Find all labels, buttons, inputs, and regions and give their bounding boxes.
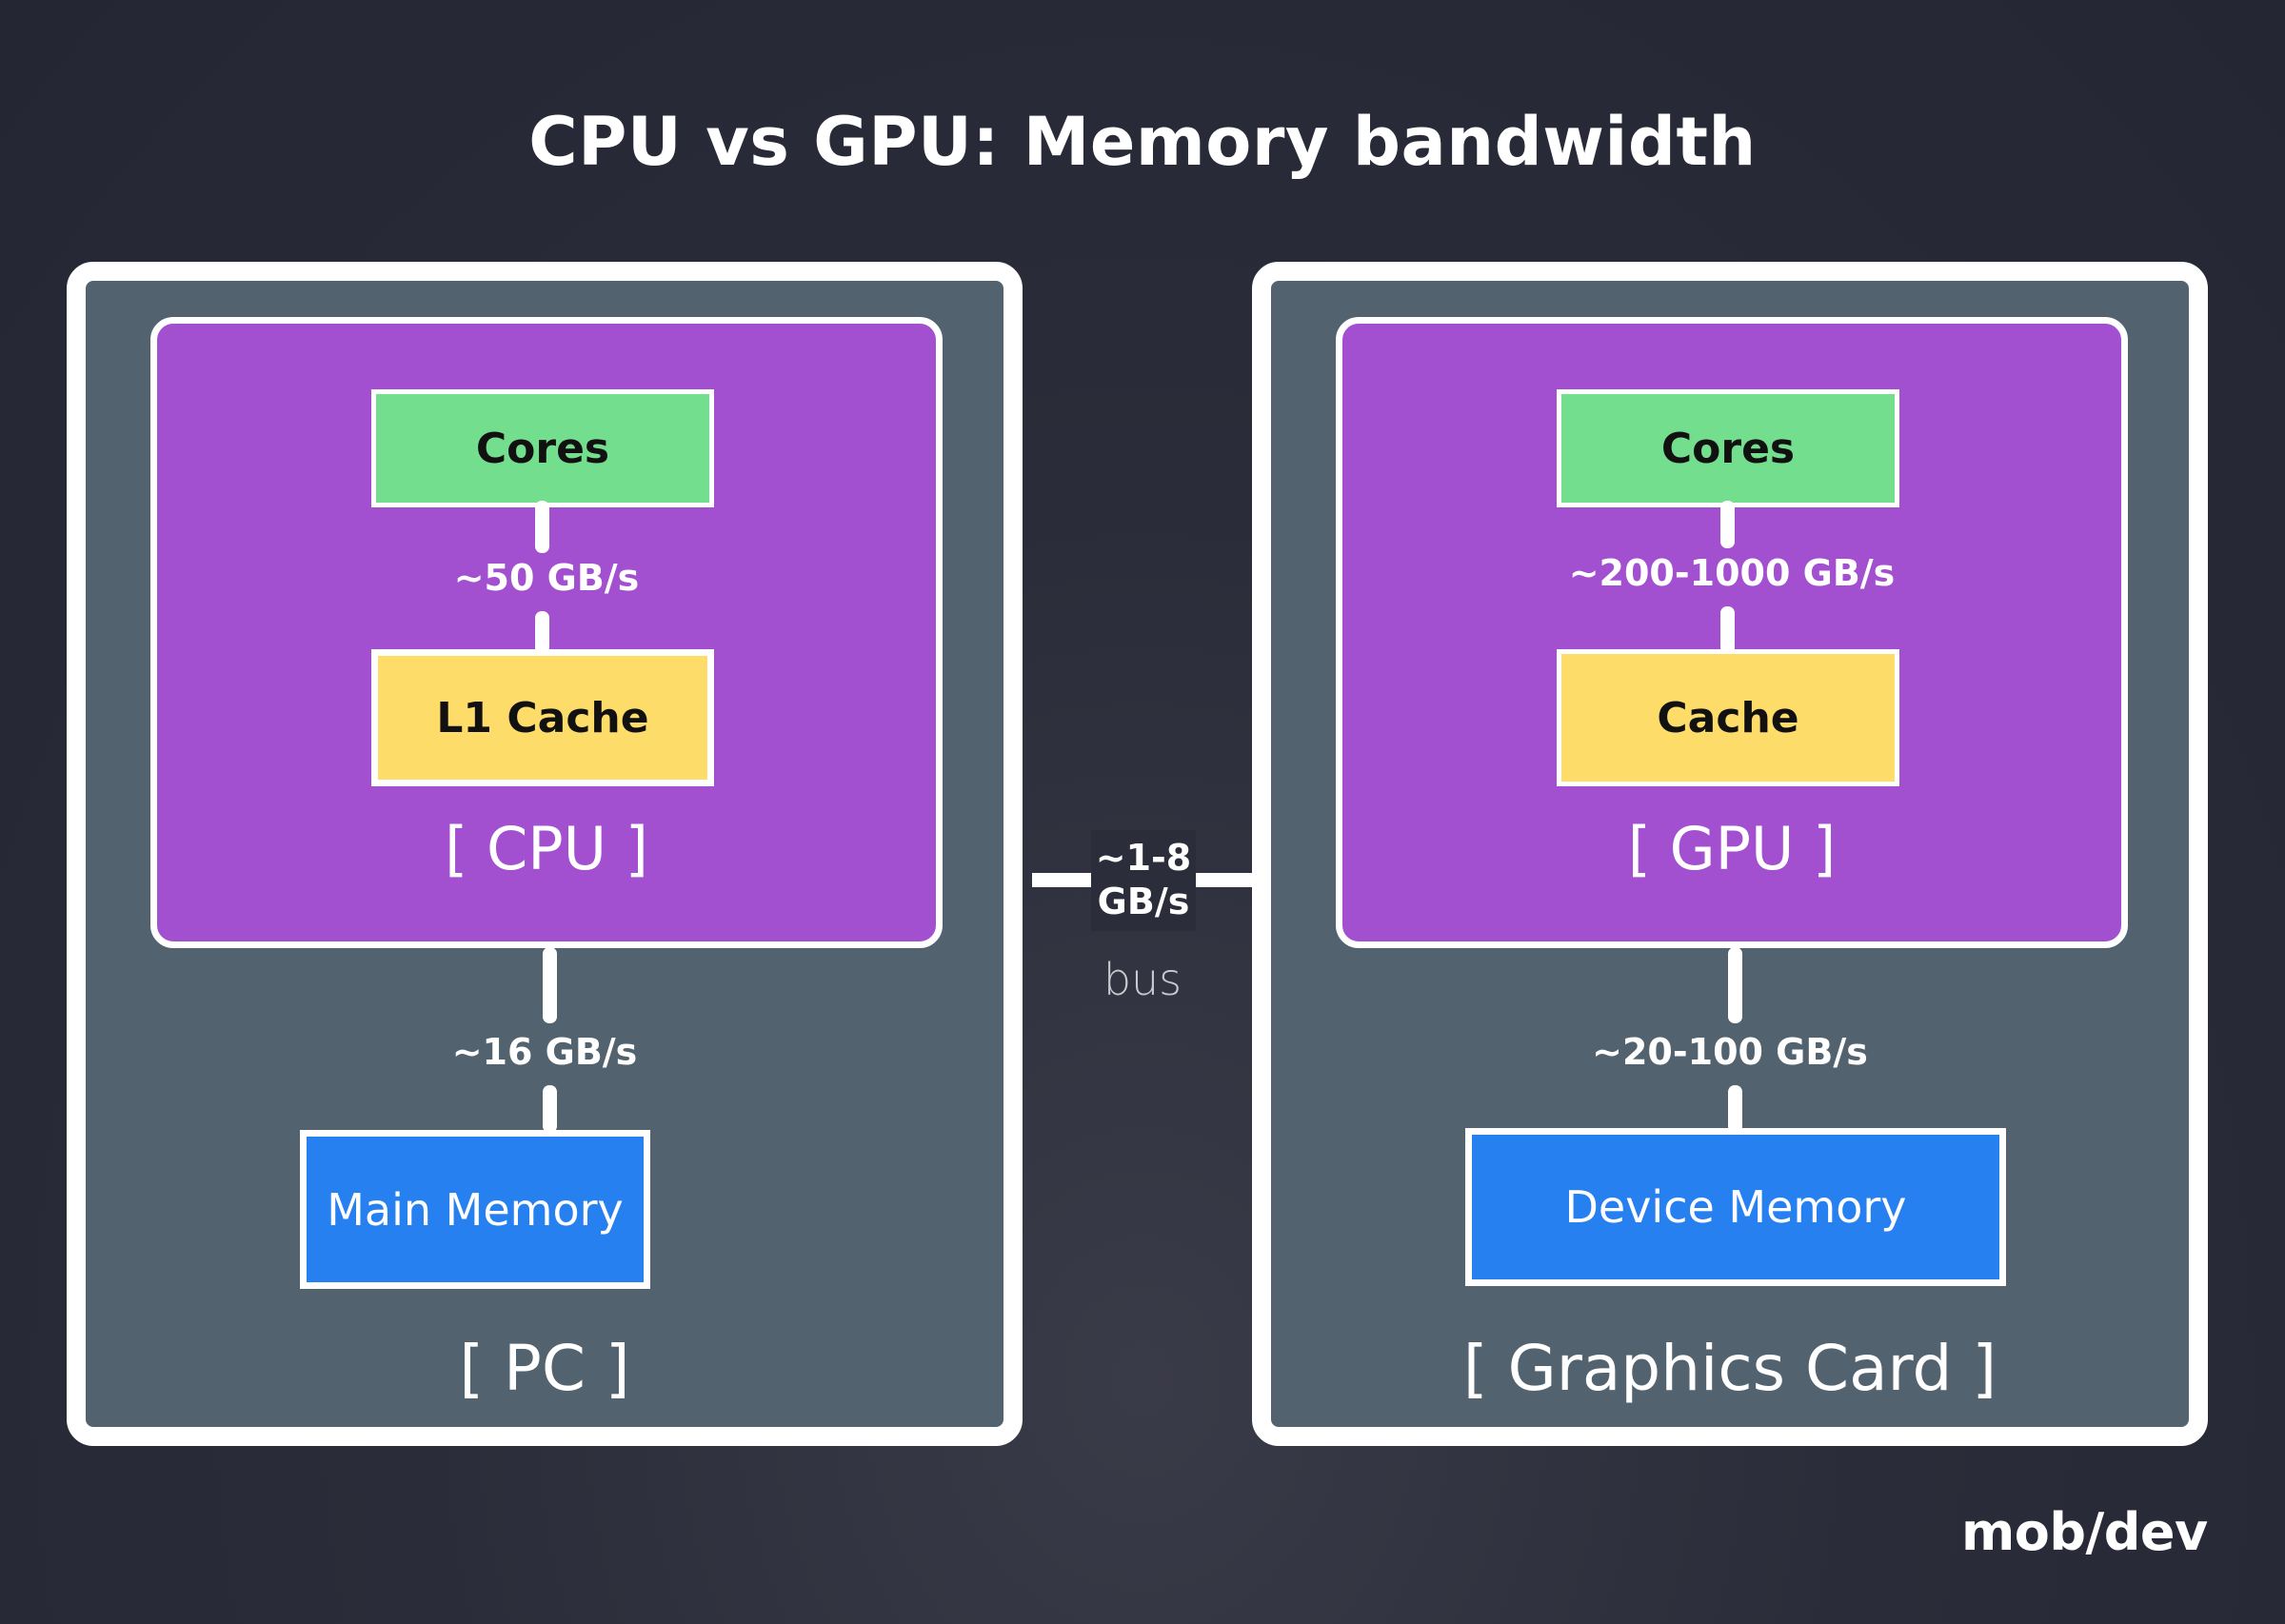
gpu-cache-label: Cache (1657, 693, 1799, 743)
cpu-chip: Cores ~50 GB/s L1 Cache [ CPU ] (150, 317, 943, 948)
cpu-chip-label: [ CPU ] (445, 814, 648, 883)
pc-box: Cores ~50 GB/s L1 Cache [ CPU ] ~16 GB/s… (67, 262, 1023, 1446)
cpu-cores-label: Cores (475, 424, 610, 473)
main-memory-box: Main Memory (300, 1130, 650, 1289)
gpu-cores-cache-connector-bottom (1720, 606, 1735, 654)
cpu-memory-bandwidth: ~16 GB/s (451, 1031, 638, 1073)
graphics-card-label: [ Graphics Card ] (1462, 1332, 1997, 1405)
graphics-card-box: Cores ~200-1000 GB/s Cache [ GPU ] ~20-1… (1252, 262, 2208, 1446)
device-memory-box: Device Memory (1465, 1128, 2006, 1286)
gpu-chip: Cores ~200-1000 GB/s Cache [ GPU ] (1336, 317, 2128, 948)
cpu-cores-cache-connector-top (535, 501, 549, 553)
cpu-cores-cache-connector-bottom (535, 611, 549, 654)
cpu-l1-cache-box: L1 Cache (371, 649, 714, 786)
bus-bandwidth-value: ~1-8 (1095, 837, 1192, 880)
gpu-cores-cache-bandwidth: ~200-1000 GB/s (1568, 552, 1896, 594)
gpu-cores-label: Cores (1660, 424, 1796, 473)
gpu-chip-label: [ GPU ] (1627, 814, 1837, 883)
cpu-cores-box: Cores (371, 389, 714, 507)
bus-line-right (1194, 873, 1257, 887)
diagram-title: CPU vs GPU: Memory bandwidth (528, 103, 1757, 181)
mobidev-logo: mob/dev (1961, 1502, 2208, 1562)
gpu-memory-connector-top (1728, 947, 1742, 1023)
cpu-memory-connector-top (543, 947, 557, 1023)
bus-line-left (1032, 873, 1093, 887)
gpu-cores-box: Cores (1557, 389, 1899, 507)
main-memory-label: Main Memory (327, 1183, 624, 1236)
device-memory-label: Device Memory (1564, 1181, 1907, 1233)
gpu-cores-cache-connector-top (1720, 501, 1735, 548)
cpu-cache-label: L1 Cache (436, 693, 649, 743)
cpu-cores-cache-bandwidth: ~50 GB/s (453, 557, 640, 599)
bus-label: bus (1103, 954, 1182, 1005)
pc-label: [ PC ] (459, 1332, 630, 1405)
cpu-memory-connector-bottom (543, 1085, 557, 1133)
bus-bandwidth-unit: GB/s (1097, 881, 1190, 922)
gpu-cache-box: Cache (1557, 649, 1899, 786)
gpu-memory-connector-bottom (1728, 1085, 1742, 1133)
bus-bandwidth: ~1-8 GB/s (1091, 830, 1196, 931)
gpu-memory-bandwidth: ~20-100 GB/s (1592, 1031, 1868, 1073)
